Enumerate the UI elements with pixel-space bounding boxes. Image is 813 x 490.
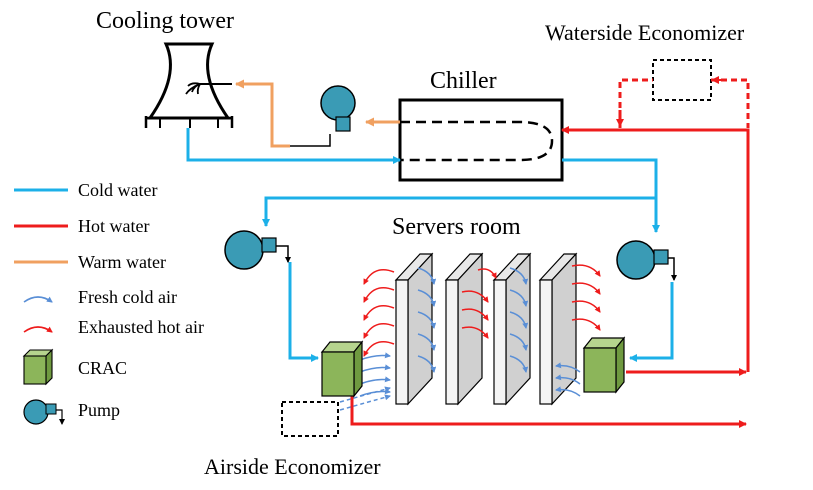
economizer-box-icon [652,59,712,101]
chiller-coil [400,120,554,162]
legend: Cold water Hot water Warm water Fresh co… [14,180,204,425]
chiller-label: Chiller [430,68,497,94]
cooling-tower-icon [144,42,234,128]
server-racks [394,252,578,406]
legend-cold-water: Cold water [78,180,157,200]
airside-economizer-box [281,401,339,437]
legend-fresh-air-icon [23,296,53,303]
legend-warm-water: Warm water [78,252,166,272]
legend-exhausted-hot-air: Exhausted hot air [78,317,204,337]
hot-air-arrows [363,264,601,357]
legend-hot-air-icon [23,326,53,333]
legend-fresh-cold-air: Fresh cold air [78,287,177,307]
server-rack-icon [538,252,578,406]
legend-pump: Pump [78,400,120,420]
legend-crac: CRAC [78,358,127,378]
waterside-economizer-label: Waterside Economizer [545,20,745,45]
airside-economizer-label: Airside Economizer [204,454,381,479]
legend-hot-water: Hot water [78,216,149,236]
legend-crac-icon [22,348,54,386]
pump-icon-left [224,230,291,270]
legend-pump-icon [23,399,65,425]
cold-air-arrows [339,267,581,411]
waterside-economizer [616,59,750,128]
cold-water-supply [262,158,674,362]
cooling-tower-label: Cooling tower [96,8,234,34]
warm-water-line [235,79,400,148]
cold-water-line-tower [186,128,401,164]
pump-icon-right [616,240,677,281]
chiller-box [398,98,564,182]
server-rack-icon [444,252,484,406]
crac-icon-right [582,336,626,394]
server-rack-icon [492,252,532,406]
servers-room-label: Servers room [392,214,521,240]
hot-water-return [350,126,750,428]
crac-icon-left [320,340,364,398]
server-rack-icon [394,252,434,406]
pump-icon [320,85,356,132]
